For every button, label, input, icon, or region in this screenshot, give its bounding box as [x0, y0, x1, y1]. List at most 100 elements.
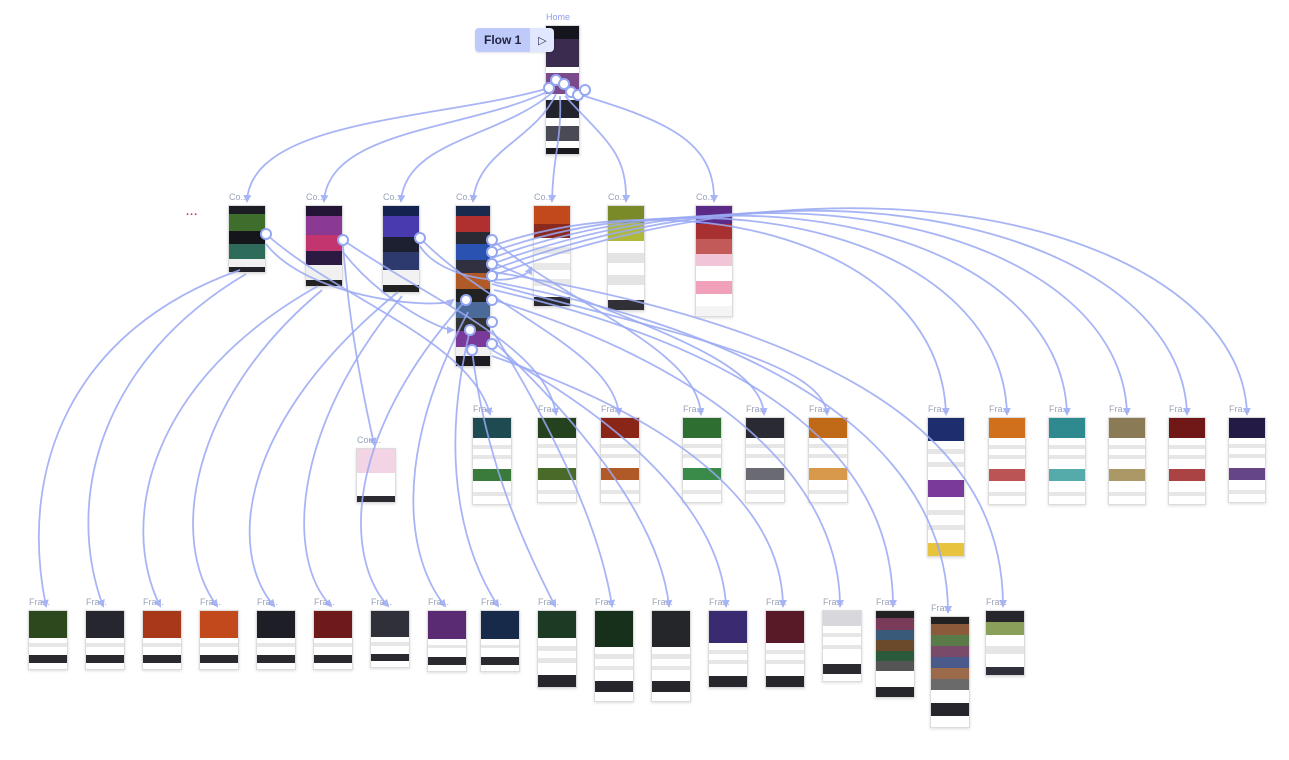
frame-thumbnail-fra-b18[interactable]: [985, 610, 1025, 676]
prototype-connector[interactable]: [493, 299, 844, 608]
connection-node[interactable]: [486, 294, 498, 306]
frame-label-co-6[interactable]: Co...: [608, 192, 628, 202]
frame-label-fra-b4[interactable]: Fra...: [200, 597, 222, 607]
frame-fra-r6[interactable]: Fra...: [1228, 404, 1266, 503]
frame-thumbnail-fra-m2[interactable]: [537, 417, 577, 503]
frame-thumbnail-fra-m6[interactable]: [808, 417, 848, 503]
prototype-connector[interactable]: [491, 207, 1251, 416]
frame-thumbnail-co-4[interactable]: [455, 205, 491, 367]
frame-thumbnail-co-2[interactable]: [305, 205, 343, 287]
frame-fra-b11[interactable]: Fra...: [594, 597, 634, 702]
frame-thumbnail-fra-b3[interactable]: [142, 610, 182, 670]
frame-thumbnail-fra-b7[interactable]: [370, 610, 410, 668]
frame-thumbnail-fra-b6[interactable]: [313, 610, 353, 670]
frame-thumbnail-fra-b9[interactable]: [480, 610, 520, 672]
frame-thumbnail-fra-b14[interactable]: [765, 610, 805, 688]
frame-fra-b13[interactable]: Fra...: [708, 597, 748, 688]
frame-fra-m6[interactable]: Fra...: [808, 404, 848, 503]
frame-fra-b15[interactable]: Fra...: [822, 597, 862, 682]
frame-fra-r4[interactable]: Fra...: [1108, 404, 1146, 505]
frame-label-fra-b10[interactable]: Fra...: [538, 597, 560, 607]
frame-label-fra-b9[interactable]: Fra...: [481, 597, 503, 607]
frame-thumbnail-fra-r2[interactable]: [988, 417, 1026, 505]
prototype-connector[interactable]: [469, 93, 557, 203]
frame-fra-b10[interactable]: Fra...: [537, 597, 577, 688]
prototype-connector[interactable]: [491, 349, 730, 608]
frame-thumbnail-fra-b2[interactable]: [85, 610, 125, 670]
frame-label-co-3[interactable]: Co...: [383, 192, 403, 202]
frame-label-co-7[interactable]: Co...: [696, 192, 716, 202]
frame-fra-b6[interactable]: Fra...: [313, 597, 353, 670]
connection-node[interactable]: [486, 234, 498, 246]
prototype-connector[interactable]: [491, 239, 705, 416]
frame-fra-m2[interactable]: Fra...: [537, 404, 577, 503]
frame-fra-r1[interactable]: Fra...: [927, 404, 965, 557]
connection-node[interactable]: [466, 344, 478, 356]
frame-label-fra-b2[interactable]: Fra...: [86, 597, 108, 607]
flow-start-badge[interactable]: Flow 1 ▷: [475, 28, 555, 52]
frame-thumbnail-fra-b11[interactable]: [594, 610, 634, 702]
prototype-connector[interactable]: [87, 273, 247, 608]
frame-co-2[interactable]: Co...: [305, 192, 343, 287]
frame-fra-b16[interactable]: Fra...: [875, 597, 915, 698]
prototype-connector[interactable]: [493, 289, 897, 608]
frame-thumbnail-fra-m4[interactable]: [682, 417, 722, 503]
prototype-connector[interactable]: [192, 289, 323, 608]
frame-fra-b7[interactable]: Fra...: [370, 597, 410, 668]
frame-fra-b5[interactable]: Fra...: [256, 597, 296, 670]
prototype-connector[interactable]: [320, 89, 552, 203]
connection-node[interactable]: [579, 84, 591, 96]
frame-thumbnail-fra-r4[interactable]: [1108, 417, 1146, 505]
frame-thumbnail-fra-b5[interactable]: [256, 610, 296, 670]
frame-thumbnail-fra-b16[interactable]: [875, 610, 915, 698]
connection-node[interactable]: [558, 78, 570, 90]
flow-name-label[interactable]: Flow 1: [475, 28, 531, 52]
prototype-connector[interactable]: [564, 95, 631, 203]
frame-cou-1[interactable]: Cou...: [356, 435, 396, 503]
prototype-connector[interactable]: [570, 91, 719, 203]
prototype-connector[interactable]: [491, 329, 616, 608]
frame-thumbnail-fra-b15[interactable]: [822, 610, 862, 682]
frame-thumbnail-fra-r6[interactable]: [1228, 417, 1266, 503]
frame-thumbnail-fra-r3[interactable]: [1048, 417, 1086, 505]
connection-node[interactable]: [486, 338, 498, 350]
frame-thumbnail-fra-b1[interactable]: [28, 610, 68, 670]
frame-home[interactable]: Home: [545, 12, 580, 155]
prototype-connector[interactable]: [303, 295, 403, 608]
frame-thumbnail-fra-r1[interactable]: [927, 417, 965, 557]
frame-fra-b8[interactable]: Fra...: [427, 597, 467, 672]
prototype-connector[interactable]: [454, 329, 500, 608]
frame-label-co-5[interactable]: Co...: [534, 192, 554, 202]
prototype-connector[interactable]: [491, 339, 673, 608]
frame-fra-m4[interactable]: Fra...: [682, 404, 722, 503]
frame-fra-b17[interactable]: Fra...: [930, 603, 970, 728]
frame-label-fra-b1[interactable]: Fra...: [29, 597, 51, 607]
frame-thumbnail-fra-b8[interactable]: [427, 610, 467, 672]
connection-node[interactable]: [414, 232, 426, 244]
connection-node[interactable]: [260, 228, 272, 240]
prototype-connector[interactable]: [342, 251, 455, 334]
frame-fra-m3[interactable]: Fra...: [600, 404, 640, 503]
prototype-connector[interactable]: [412, 311, 469, 608]
frame-thumbnail-home[interactable]: [545, 25, 580, 155]
frame-label-home[interactable]: Home: [546, 12, 571, 22]
prototype-connector[interactable]: [491, 212, 1131, 416]
frame-co-1[interactable]: Co...: [228, 192, 266, 273]
frame-label-fra-b12[interactable]: Fra...: [652, 597, 674, 607]
frame-label-co-4[interactable]: Co...: [456, 192, 476, 202]
frame-thumbnail-cou-1[interactable]: [356, 448, 396, 503]
prototype-connector[interactable]: [419, 237, 623, 416]
flow-play-icon[interactable]: ▷: [530, 28, 555, 52]
connection-node[interactable]: [464, 324, 476, 336]
frame-fra-r3[interactable]: Fra...: [1048, 404, 1086, 505]
frame-fra-r2[interactable]: Fra...: [988, 404, 1026, 505]
frame-thumbnail-co-1[interactable]: [228, 205, 266, 273]
frame-thumbnail-fra-b10[interactable]: [537, 610, 577, 688]
prototype-connector[interactable]: [397, 91, 554, 203]
prototype-connector[interactable]: [142, 285, 319, 608]
prototype-connector[interactable]: [491, 209, 1191, 416]
frame-co-4[interactable]: Co...: [455, 192, 491, 367]
frame-fra-b9[interactable]: Fra...: [480, 597, 520, 672]
prototype-connector[interactable]: [342, 239, 559, 416]
prototype-connector[interactable]: [548, 95, 562, 203]
